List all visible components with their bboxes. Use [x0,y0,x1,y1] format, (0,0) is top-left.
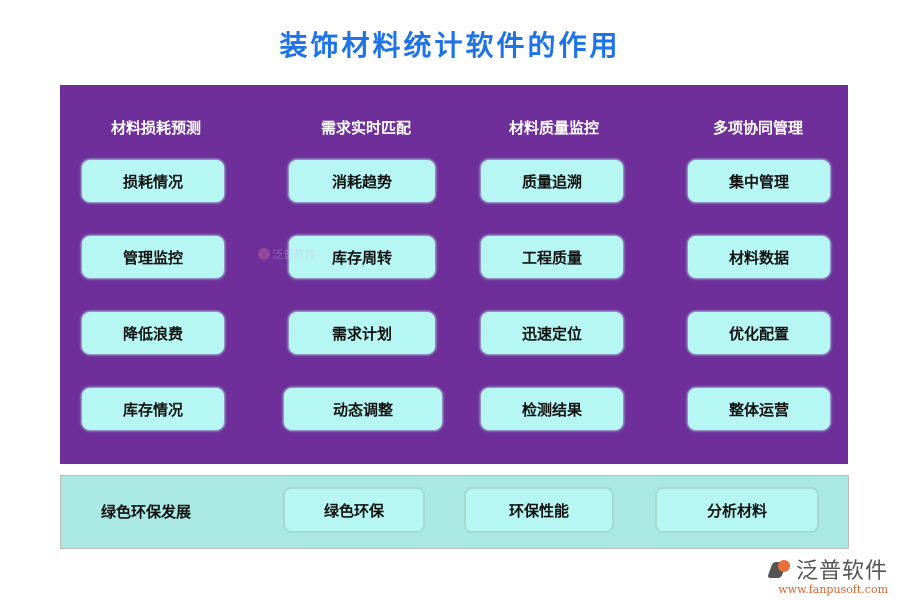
box-inventory-turnover: 库存周转 [289,236,435,278]
box-material-data: 材料数据 [688,236,830,278]
box-inventory-situation: 库存情况 [82,388,224,430]
box-dynamic-adjustment: 动态调整 [284,388,442,430]
box-optimized-allocation: 优化配置 [688,312,830,354]
watermark: 泛普软件 [258,246,316,262]
box-quality-traceability: 质量追溯 [481,160,623,202]
box-environmental-performance: 环保性能 [464,487,614,533]
box-analyze-materials: 分析材料 [655,487,819,533]
box-green-environmental: 绿色环保 [283,487,425,533]
box-demand-plan: 需求计划 [289,312,435,354]
page-title: 装饰材料统计软件的作用 [279,29,621,62]
box-management-monitoring: 管理监控 [82,236,224,278]
box-overall-operation: 整体运营 [688,388,830,430]
box-rapid-positioning: 迅速定位 [481,312,623,354]
box-consumption-trend: 消耗趋势 [289,160,435,202]
column-heading-collaborative-management: 多项协同管理 [712,119,803,137]
bottom-panel: 绿色环保发展 绿色环保 环保性能 分析材料 [60,475,849,549]
box-inspection-results: 检测结果 [481,388,623,430]
box-loss-situation: 损耗情况 [82,160,224,202]
main-panel: 材料损耗预测 需求实时匹配 材料质量监控 多项协同管理 损耗情况 管理监控 降低… [60,85,848,464]
column-heading-quality-monitoring: 材料质量监控 [508,119,599,137]
brand-logo: 泛普软件 www.fanpusoft.com [770,553,888,596]
fanpu-logo-icon [770,558,792,580]
box-centralized-management: 集中管理 [688,160,830,202]
column-heading-loss-prediction: 材料损耗预测 [110,119,201,137]
column-heading-demand-matching: 需求实时匹配 [320,119,411,137]
watermark-logo-icon [258,248,270,260]
box-engineering-quality: 工程质量 [481,236,623,278]
logo-name: 泛普软件 [796,559,889,584]
box-reduce-waste: 降低浪费 [82,312,224,354]
logo-url: www.fanpusoft.com [778,583,889,596]
bottom-panel-label: 绿色环保发展 [101,503,192,521]
